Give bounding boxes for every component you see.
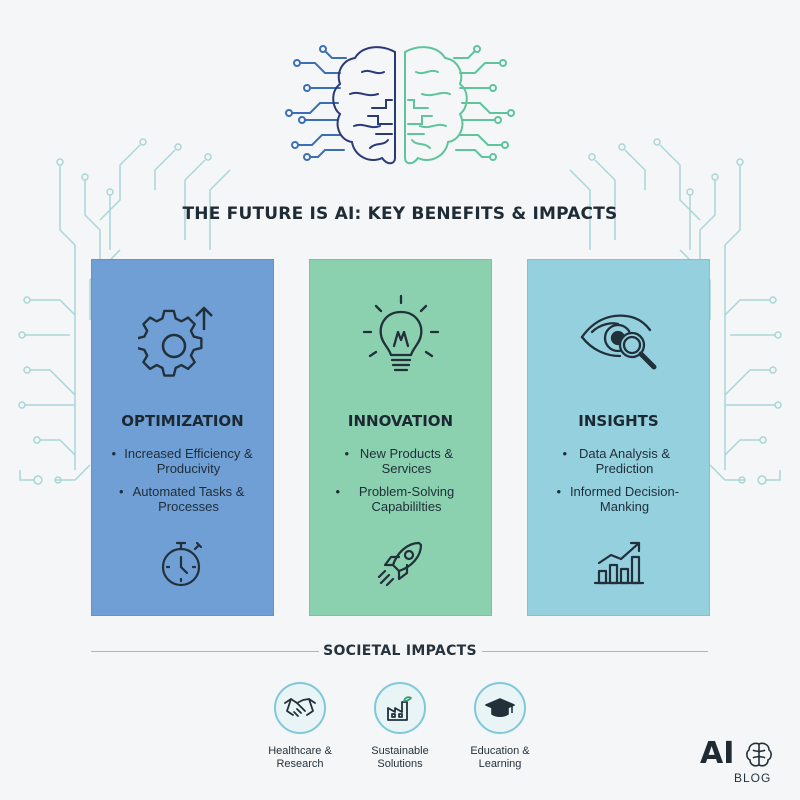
bullet-item: •Data Analysis & Prediction: [562, 446, 671, 476]
brain-icon: [285, 45, 515, 165]
societal-label: Healthcare & Research: [268, 745, 332, 770]
rocket-icon: [377, 541, 422, 587]
insights-card: INSIGHTS •Data Analysis & Prediction •In…: [527, 259, 710, 616]
societal-item-sustainable: Sustainable Solutions: [345, 682, 455, 771]
stopwatch-icon: [161, 541, 202, 587]
bullet-list: •Increased Efficiency & Producivity •Aut…: [92, 446, 273, 522]
optimization-card: OPTIMIZATION •Increased Efficiency & Pro…: [91, 259, 274, 616]
societal-label: Sustainable Solutions: [371, 745, 429, 770]
bar-chart-icon: [593, 541, 644, 585]
ai-blog-logo: AI BLOG: [700, 736, 780, 786]
bullet-list: •New Products & Services •Problem-Solvin…: [310, 446, 491, 522]
card-title: OPTIMIZATION: [121, 412, 244, 430]
societal-item-healthcare: Healthcare & Research: [245, 682, 355, 771]
societal-item-education: Education & Learning: [445, 682, 555, 771]
divider-right: [482, 651, 708, 652]
logo-text: AI: [700, 736, 735, 771]
bullet-item: •New Products & Services: [344, 446, 454, 476]
card-title: INSIGHTS: [578, 412, 659, 430]
eye-magnifier-icon: [580, 314, 656, 370]
innovation-card: INNOVATION •New Products & Services •Pro…: [309, 259, 492, 616]
divider-left: [91, 651, 319, 652]
graduation-cap-icon: [474, 682, 526, 734]
bullet-item: •Problem-Solving Capabililties: [335, 484, 455, 514]
lightbulb-icon: [362, 294, 439, 372]
card-title: INNOVATION: [347, 412, 454, 430]
societal-label: Education & Learning: [470, 745, 530, 770]
bullet-item: •Increased Efficiency & Producivity: [111, 446, 253, 476]
brain-logo-icon: [746, 742, 772, 767]
bullet-list: •Data Analysis & Prediction •Informed De…: [528, 446, 709, 522]
bullet-item: •Informed Decision-Manking: [556, 484, 680, 514]
bullet-item: •Automated Tasks & Processes: [119, 484, 245, 514]
logo-subtext: BLOG: [734, 771, 772, 785]
page-title: THE FUTURE IS AI: KEY BENEFITS & IMPACTS: [182, 204, 618, 224]
handshake-icon: [274, 682, 326, 734]
gear-arrow-icon: [137, 306, 213, 377]
factory-icon: [374, 682, 426, 734]
societal-impacts-title: SOCIETAL IMPACTS: [323, 643, 477, 659]
